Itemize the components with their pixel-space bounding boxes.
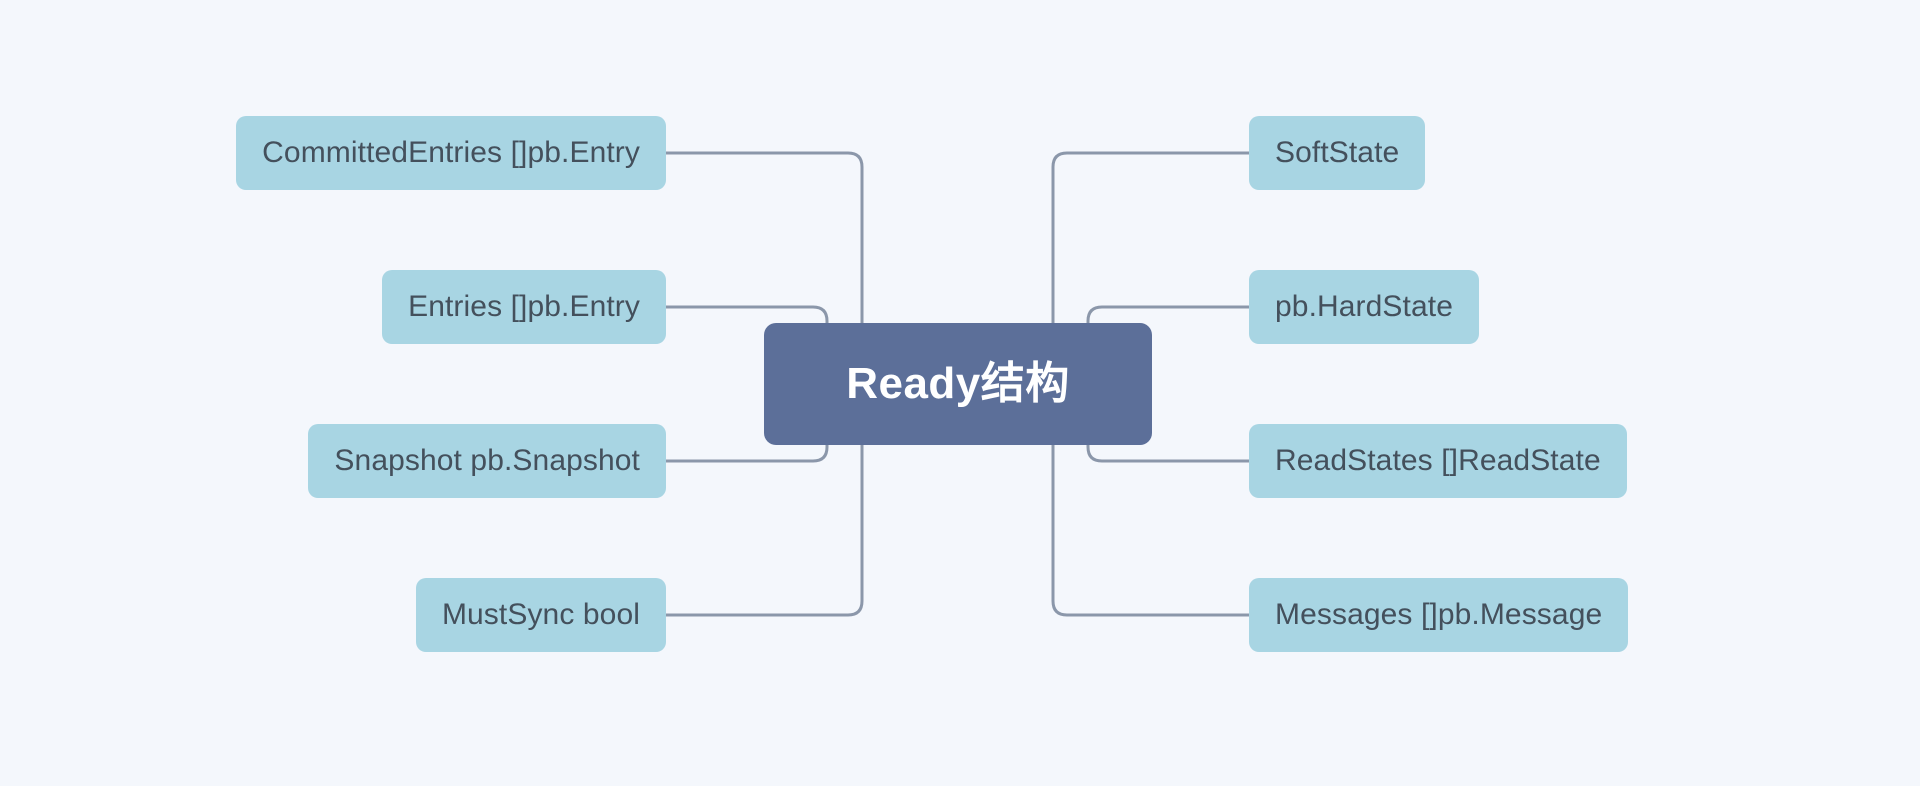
node-left-snapshot[interactable]: Snapshot pb.Snapshot <box>308 424 666 498</box>
node-label: MustSync bool <box>441 598 640 631</box>
node-label: Snapshot pb.Snapshot <box>334 444 640 477</box>
node-label: ReadStates []ReadState <box>1275 444 1601 477</box>
node-right-soft-state[interactable]: SoftState <box>1249 116 1426 190</box>
node-label: pb.HardState <box>1275 290 1453 323</box>
center-node-ready-struct[interactable]: Ready结构 <box>764 323 1152 445</box>
node-label: SoftState <box>1275 136 1400 169</box>
node-label: CommittedEntries []pb.Entry <box>262 136 640 169</box>
node-left-entries[interactable]: Entries []pb.Entry <box>382 270 666 344</box>
node-right-read-states[interactable]: ReadStates []ReadState <box>1249 424 1627 498</box>
node-label: Entries []pb.Entry <box>408 290 640 323</box>
node-right-hard-state[interactable]: pb.HardState <box>1249 270 1479 344</box>
node-left-must-sync[interactable]: MustSync bool <box>415 578 666 652</box>
node-left-committed-entries[interactable]: CommittedEntries []pb.Entry <box>236 116 666 190</box>
node-label: Messages []pb.Message <box>1275 598 1603 631</box>
center-node-label: Ready结构 <box>846 359 1070 408</box>
node-right-messages[interactable]: Messages []pb.Message <box>1249 578 1629 652</box>
